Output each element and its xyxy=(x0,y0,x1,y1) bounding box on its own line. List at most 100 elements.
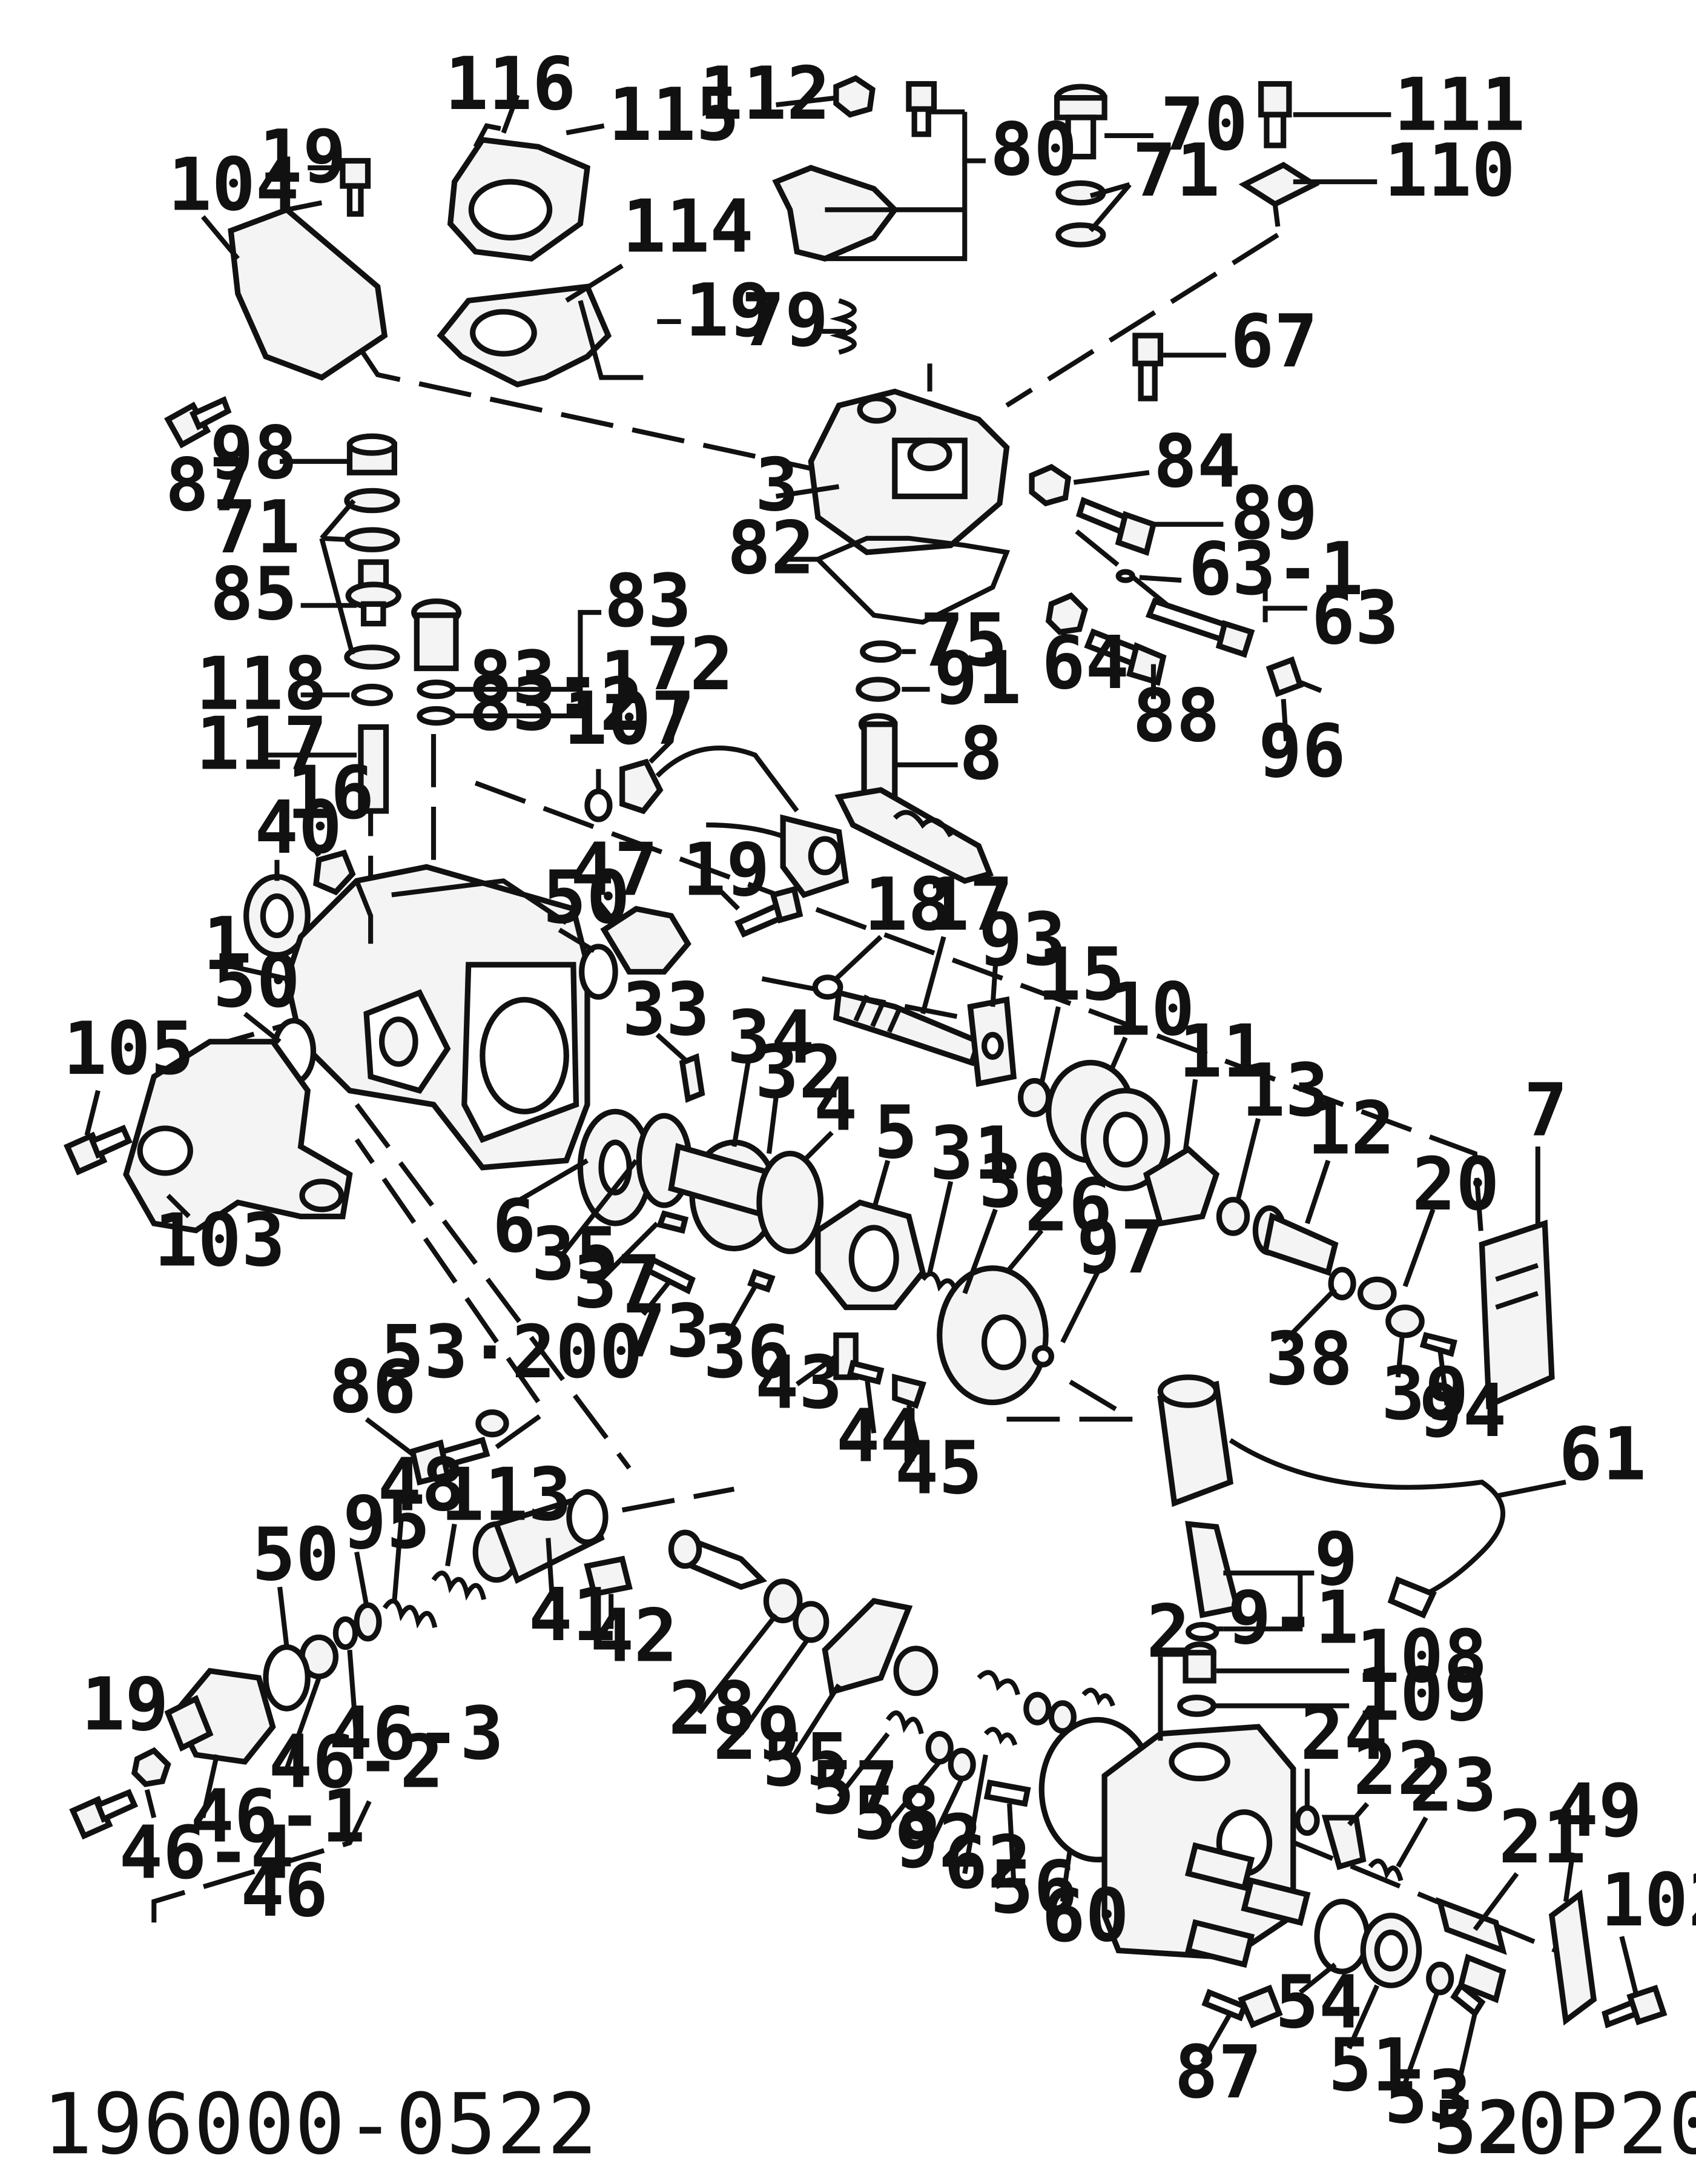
part-55-plate xyxy=(822,1598,913,1696)
part-23-spring xyxy=(1368,1858,1404,1882)
label-115: 115 xyxy=(609,73,740,157)
part-72-sensor xyxy=(619,746,850,898)
label-3: 3 xyxy=(755,444,799,528)
part-spring-washers-upper xyxy=(977,1670,1115,1734)
part-94-screw xyxy=(1419,1332,1457,1357)
part-108-fitting xyxy=(1183,1641,1216,1684)
label-46-4: 46-4 xyxy=(119,1811,294,1895)
label-37: 37 xyxy=(573,1241,661,1325)
part-80-lever-assembly xyxy=(772,81,937,262)
part-102-bolt xyxy=(1602,1984,1668,2028)
label-61: 61 xyxy=(1559,1412,1646,1497)
label-67: 67 xyxy=(1230,300,1318,384)
part-53-washer xyxy=(1426,1961,1454,1996)
label-84: 84 xyxy=(1153,420,1241,504)
part-24-washer xyxy=(1295,1805,1320,1836)
label-108: 108 xyxy=(1356,1615,1488,1699)
label-50-upper: 50 xyxy=(543,856,630,941)
label-38: 38 xyxy=(1265,1317,1353,1401)
part-93-plate xyxy=(967,996,1017,1087)
label-44: 44 xyxy=(836,1394,924,1478)
label-79: 79 xyxy=(741,279,829,363)
label-92: 92 xyxy=(895,1800,983,1884)
label-57: 57 xyxy=(811,1747,899,1831)
part-46-1-housing xyxy=(164,1667,276,1765)
label-19-bracket: 19 xyxy=(685,269,773,353)
label-53: 53 xyxy=(1384,2056,1472,2140)
label-47: 47 xyxy=(570,828,658,912)
label-34: 34 xyxy=(727,996,815,1080)
label-46: 46 xyxy=(240,1849,328,1933)
label-55: 55 xyxy=(762,1719,850,1803)
part-10-gear xyxy=(1046,1059,1170,1191)
label-21: 21 xyxy=(1499,1796,1586,1880)
part-105-bolt xyxy=(64,1125,133,1176)
label-46-1: 46-1 xyxy=(190,1775,365,1859)
label-102: 102 xyxy=(1601,1859,1696,1943)
part-96-cap xyxy=(1265,656,1322,698)
label-117: 117 xyxy=(196,703,328,787)
part-110-plate xyxy=(1238,162,1320,227)
label-58: 58 xyxy=(853,1772,941,1856)
part-85-fitting xyxy=(345,559,401,627)
part-32-gear xyxy=(668,1139,779,1252)
part-49-plate xyxy=(1548,1889,1597,2026)
label-32: 32 xyxy=(755,1031,843,1115)
part-58-washer xyxy=(925,1731,954,1765)
part-91-washer xyxy=(856,677,901,702)
part-3-governor-cover xyxy=(808,388,1010,555)
label-20: 20 xyxy=(1412,1143,1500,1227)
label-112: 112 xyxy=(699,52,831,136)
part-44-lever xyxy=(668,1529,768,1590)
part-50-oring-lower xyxy=(263,1644,311,1712)
label-11: 11 xyxy=(1178,1010,1266,1094)
part-92-washer xyxy=(948,1747,976,1782)
part-17-drive-shaft xyxy=(833,989,983,1067)
label-71-top: 71 xyxy=(1132,129,1220,213)
part-75-oring xyxy=(860,640,902,663)
label-97: 97 xyxy=(1077,1206,1164,1290)
part-22-valve xyxy=(1321,1815,1367,1870)
label-30: 30 xyxy=(978,1140,1066,1224)
label-42: 42 xyxy=(590,1595,678,1679)
label-83-1: 83-1 xyxy=(469,637,644,721)
part-20-bush xyxy=(1357,1276,1397,1311)
label-105: 105 xyxy=(63,1007,194,1091)
part-18-oring xyxy=(812,975,843,1000)
part-111-screw xyxy=(1258,81,1292,148)
part-57-spring xyxy=(885,1710,924,1735)
label-72: 72 xyxy=(646,623,734,707)
part-42-pin xyxy=(584,1555,633,1598)
label-48: 48 xyxy=(378,1443,466,1527)
label-53-200: 53·200 xyxy=(380,1311,643,1395)
part-83-valve xyxy=(411,598,462,672)
label-36: 36 xyxy=(704,1311,791,1395)
label-71-left: 71 xyxy=(213,486,300,570)
part-labels: 116 112 115 111 70 80 71 110 19 104 114 … xyxy=(63,42,1696,2171)
part-13-washer xyxy=(1216,1197,1250,1236)
label-1: 1 xyxy=(203,902,246,987)
part-52-bolt xyxy=(1450,1953,1506,2018)
label-87-top: 87 xyxy=(165,444,253,528)
part-37-key xyxy=(656,1210,689,1234)
label-5: 5 xyxy=(874,1091,917,1176)
label-13: 13 xyxy=(1241,1049,1329,1133)
label-111: 111 xyxy=(1394,64,1525,148)
label-95: 95 xyxy=(343,1481,431,1566)
label-12: 12 xyxy=(1307,1087,1395,1171)
part-83-orings xyxy=(417,679,456,726)
label-70: 70 xyxy=(1160,83,1248,167)
part-19c-screw xyxy=(734,885,803,938)
part-116-throttle-sensor xyxy=(447,123,590,262)
part-113-spring xyxy=(431,1570,487,1601)
part-11-coupling xyxy=(1143,1145,1220,1227)
label-18: 18 xyxy=(864,863,952,947)
label-60: 60 xyxy=(1041,1874,1129,1958)
part-39-nut xyxy=(1385,1304,1425,1339)
label-86: 86 xyxy=(329,1346,417,1430)
label-51: 51 xyxy=(1328,2024,1416,2108)
label-26: 26 xyxy=(1025,1164,1113,1248)
label-15: 15 xyxy=(1037,933,1125,1018)
part-114-bracket xyxy=(437,283,644,388)
part-63-screw xyxy=(1115,569,1255,658)
